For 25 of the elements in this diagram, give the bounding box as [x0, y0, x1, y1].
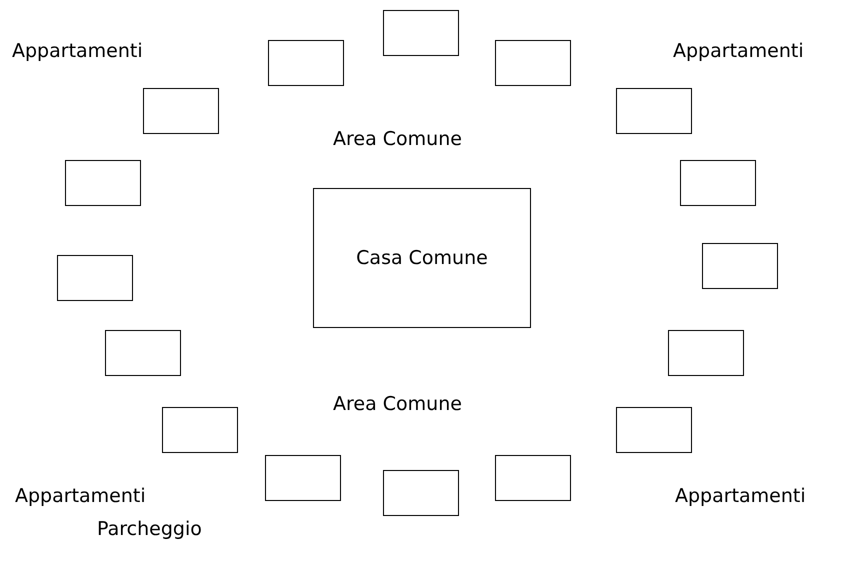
building-outline: [65, 160, 141, 206]
area-label: Appartamenti: [673, 40, 804, 62]
building-outline: [105, 330, 181, 376]
building-outline: [616, 88, 692, 134]
area-label: Appartamenti: [15, 485, 146, 507]
building-outline: [616, 407, 692, 453]
building-outline: [495, 455, 571, 501]
area-label: Parcheggio: [97, 518, 202, 540]
building-outline: [57, 255, 133, 301]
building-outline: [383, 10, 459, 56]
area-label: Appartamenti: [12, 40, 143, 62]
building-outline: [668, 330, 744, 376]
area-label: Appartamenti: [675, 485, 806, 507]
building-outline: [162, 407, 238, 453]
building-outline: [680, 160, 756, 206]
area-label: Area Comune: [333, 393, 462, 415]
common-house-box: [313, 188, 531, 328]
building-outline: [265, 455, 341, 501]
building-outline: [383, 470, 459, 516]
building-outline: [143, 88, 219, 134]
area-label: Area Comune: [333, 128, 462, 150]
building-outline: [268, 40, 344, 86]
building-outline: [495, 40, 571, 86]
building-outline: [702, 243, 778, 289]
building-label: Casa Comune: [356, 247, 488, 269]
